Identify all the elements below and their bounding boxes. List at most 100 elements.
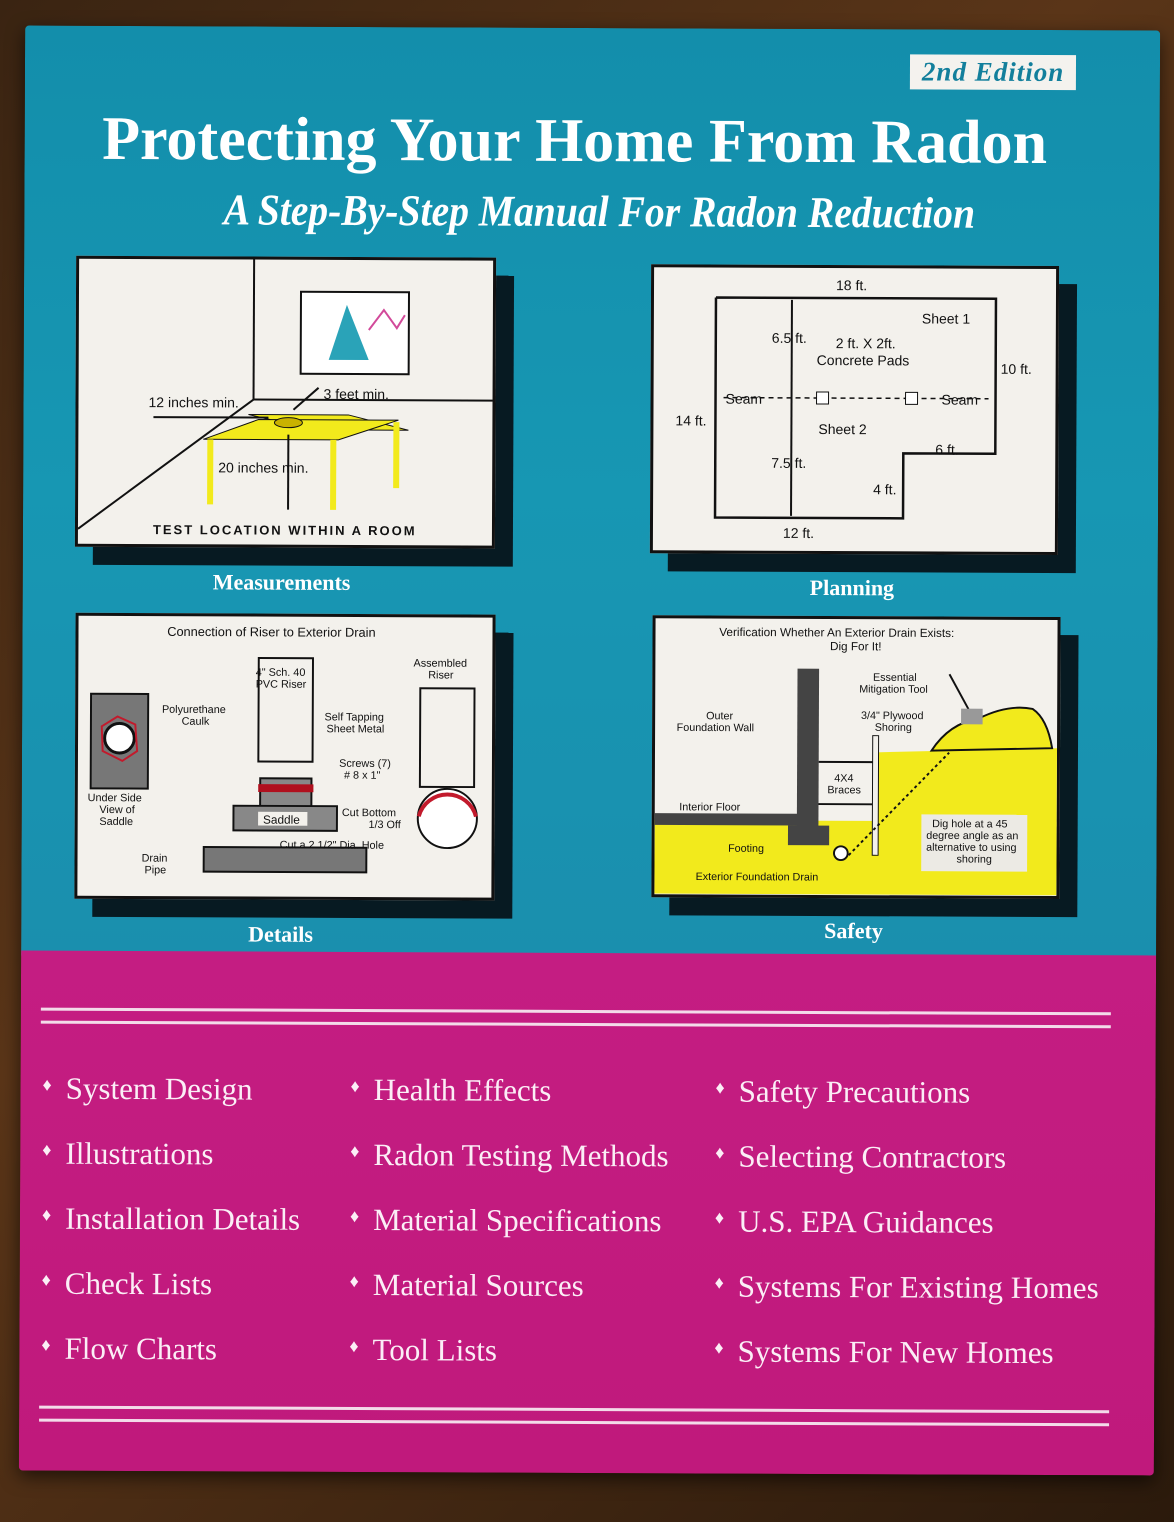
- label-wall-2: Foundation Wall: [677, 722, 754, 734]
- label-tool-1: Essential: [873, 672, 917, 684]
- label-plywood-1: 3/4" Plywood: [861, 710, 924, 722]
- label-floor-distance: 20 inches min.: [218, 459, 308, 475]
- topic-label: Material Sources: [372, 1267, 584, 1303]
- label-saddle: Saddle: [263, 813, 300, 827]
- label-dig-2: degree angle as an: [926, 830, 1018, 842]
- riser-connection-diagram: Connection of Riser to Exterior Drain 4"…: [88, 624, 478, 876]
- label-interior-floor: Interior Floor: [679, 801, 740, 813]
- topic-item: ♦Illustrations: [42, 1136, 213, 1173]
- topic-label: Systems For Existing Homes: [737, 1268, 1099, 1306]
- label-dig-4: shoring: [956, 854, 991, 866]
- label-10ft: 10 ft.: [1001, 361, 1032, 377]
- caption-safety: Safety: [824, 918, 883, 944]
- label-7-5ft: 7.5 ft.: [771, 455, 806, 471]
- label-braces-1: 4X4: [834, 773, 853, 785]
- topic-label: Check Lists: [64, 1265, 213, 1302]
- diamond-bullet-icon: ♦: [715, 1142, 725, 1163]
- topic-item: ♦ Systems For New Homes: [714, 1334, 1053, 1371]
- room-diagram: 12 inches min. 3 feet min. 20 inches min…: [77, 259, 493, 538]
- label-side-distance: 12 inches min.: [148, 394, 238, 410]
- label-tool-2: Mitigation Tool: [859, 683, 928, 695]
- topic-item: ♦Tool Lists: [349, 1332, 497, 1369]
- label-12ft: 12 ft.: [783, 525, 814, 541]
- details-illustration: Connection of Riser to Exterior Drain 4"…: [74, 612, 496, 901]
- label-exterior-drain: Exterior Foundation Drain: [696, 871, 819, 884]
- topic-label: Flow Charts: [64, 1330, 218, 1367]
- diamond-bullet-icon: ♦: [350, 1140, 360, 1161]
- label-14ft: 14 ft.: [675, 412, 706, 428]
- label-test-location: TEST LOCATION WITHIN A ROOM: [153, 522, 417, 538]
- label-seam-right: Seam: [941, 392, 978, 408]
- topic-item: ♦ U.S. EPA Guidances: [715, 1204, 994, 1241]
- topic-item: ♦ System Design: [42, 1071, 252, 1108]
- diamond-bullet-icon: ♦: [715, 1077, 725, 1098]
- book-cover: 2nd Edition Protecting Your Home From Ra…: [18, 25, 1161, 1476]
- label-sheet2: Sheet 2: [818, 421, 867, 437]
- diamond-bullet-icon: ♦: [41, 1204, 52, 1225]
- caption-details: Details: [248, 921, 314, 947]
- topic-label: System Design: [65, 1070, 253, 1107]
- planning-illustration: 18 ft. Sheet 1 6.5 ft. 2 ft. X 2ft. Conc…: [649, 264, 1060, 556]
- topic-item: ♦ Material Specifications: [350, 1202, 662, 1239]
- label-above-distance: 3 feet min.: [324, 386, 389, 402]
- caption-planning: Planning: [809, 574, 895, 601]
- topic-item: ♦Selecting Contractors: [715, 1139, 1006, 1176]
- safety-heading-1: Verification Whether An Exterior Drain E…: [719, 626, 954, 640]
- topic-label: Installation Details: [65, 1200, 301, 1237]
- label-drain-1: Drain: [142, 853, 168, 865]
- topic-label: Systems For New Homes: [737, 1333, 1054, 1371]
- topic-label: Material Specifications: [373, 1202, 662, 1239]
- diamond-bullet-icon: ♦: [42, 1074, 52, 1095]
- label-assembled-1: Assembled: [413, 658, 467, 670]
- label-self-tapping-2: Sheet Metal: [326, 723, 384, 735]
- diamond-bullet-icon: ♦: [714, 1337, 724, 1358]
- label-caulk-1: Polyurethane: [162, 704, 226, 716]
- shovel-icon: [948, 673, 972, 715]
- book-subtitle: A Step-By-Step Manual For Radon Reductio…: [223, 185, 976, 238]
- topic-item: ♦Systems For Existing Homes: [715, 1269, 1099, 1307]
- diamond-bullet-icon: ♦: [714, 1207, 725, 1228]
- label-footing: Footing: [728, 843, 764, 855]
- label-18ft: 18 ft.: [836, 277, 867, 293]
- label-wall-1: Outer: [706, 710, 733, 722]
- caption-measurements: Measurements: [212, 569, 351, 595]
- measurements-illustration: 12 inches min. 3 feet min. 20 inches min…: [74, 255, 497, 549]
- label-caulk-2: Caulk: [182, 716, 210, 728]
- label-pads-size: 2 ft. X 2ft.: [836, 335, 896, 351]
- edition-badge: 2nd Edition: [909, 54, 1077, 91]
- details-heading: Connection of Riser to Exterior Drain: [167, 624, 375, 640]
- topic-label: Safety Precautions: [738, 1073, 971, 1110]
- diamond-bullet-icon: ♦: [349, 1205, 360, 1226]
- topic-item: ♦ Health Effects: [350, 1072, 551, 1109]
- label-drain-2: Pipe: [144, 864, 166, 876]
- diamond-bullet-icon: ♦: [349, 1270, 359, 1291]
- book-title: Protecting Your Home From Radon: [102, 104, 1048, 177]
- label-cut-bottom-2: 1/3 Off: [368, 819, 401, 831]
- topic-label: U.S. EPA Guidances: [738, 1203, 994, 1240]
- topic-item: ♦Flow Charts: [41, 1331, 217, 1368]
- diamond-bullet-icon: ♦: [350, 1075, 360, 1097]
- label-6-5ft: 6.5 ft.: [772, 330, 807, 346]
- label-assembled-2: Riser: [428, 669, 454, 681]
- topic-item: ♦ Installation Details: [42, 1201, 300, 1238]
- topic-label: Tool Lists: [372, 1332, 498, 1368]
- topic-item: ♦ Safety Precautions: [715, 1074, 970, 1111]
- topic-label: Health Effects: [373, 1072, 552, 1108]
- label-concrete-pads: Concrete Pads: [817, 352, 910, 368]
- diamond-bullet-icon: ♦: [42, 1139, 52, 1160]
- safety-illustration: Verification Whether An Exterior Drain E…: [651, 615, 1061, 900]
- label-underside-2: View of: [99, 804, 135, 816]
- topic-item: ♦ Material Sources: [350, 1267, 584, 1304]
- label-screws-1: Screws (7): [339, 758, 391, 770]
- label-underside-3: Saddle: [99, 816, 133, 828]
- topic-label: Radon Testing Methods: [373, 1137, 669, 1174]
- label-cut-hole: Cut a 2 1/2" Dia. Hole: [280, 839, 384, 851]
- label-cut-bottom-1: Cut Bottom: [342, 807, 396, 819]
- floor-plan-diagram: 18 ft. Sheet 1 6.5 ft. 2 ft. X 2ft. Conc…: [675, 277, 1032, 541]
- label-underside-1: Under Side: [88, 792, 142, 804]
- topic-item: ♦ Radon Testing Methods: [350, 1137, 669, 1174]
- label-6ft: 6 ft.: [935, 442, 958, 458]
- label-self-tapping-1: Self Tapping: [325, 711, 384, 723]
- label-4ft: 4 ft.: [873, 481, 896, 497]
- label-plywood-2: Shoring: [875, 722, 912, 734]
